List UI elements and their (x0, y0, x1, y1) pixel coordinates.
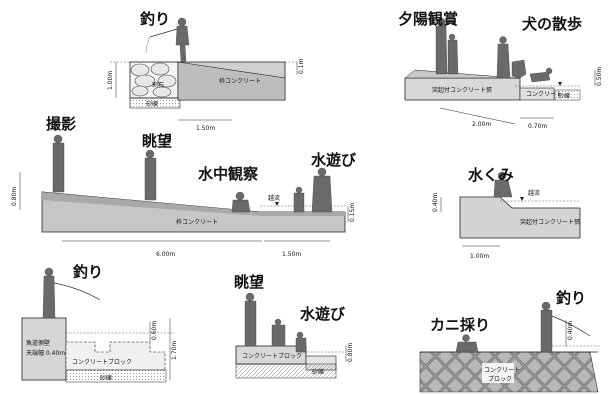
person-figures (52, 134, 333, 213)
gravel-label: 砂礫 (146, 100, 158, 108)
person-figures (435, 17, 511, 79)
panel-long-slope: 撮影 眺望 水中観察 水遊び 越流 枠コンクリート 0.80m 6.00m 1.… (11, 115, 356, 258)
activity-label-dog: 犬の散歩 (522, 15, 582, 33)
person-figures (455, 301, 591, 353)
concrete-label: コンクリート (526, 91, 562, 98)
fisherman-figure (42, 267, 101, 319)
fisherman-figure (145, 17, 190, 63)
activity-label: 釣り (140, 10, 170, 28)
wall-label-1: 魚道側壁 (26, 339, 50, 347)
block-label-2: ブロック (488, 375, 512, 383)
dim-width-b: 1.50m (282, 251, 301, 258)
activity-label-crab: カニ採り (430, 316, 490, 334)
stone-label: 割石 (152, 81, 164, 89)
dim-height: 0.80m (347, 343, 354, 362)
activity-label-view: 眺望 (234, 273, 264, 291)
dim-height-b: 1.70m (171, 341, 178, 360)
activity-label-play: 水遊び (311, 151, 356, 169)
activity-label-fish: 釣り (556, 289, 586, 307)
gravel-label: 砂礫 (558, 92, 570, 100)
block-body (459, 196, 581, 239)
panel-crab-fishing: カニ採り 釣り コンクリート ブロック 0.40m (419, 289, 600, 393)
dim-width: 1.50m (196, 125, 215, 132)
panel-sunset-dog: 夕陽観賞 犬の散歩 突起付コンクリート張 コンクリート 砂礫 0.50m 2.0… (398, 10, 603, 130)
person-figure (493, 171, 513, 198)
gravel-layer (235, 363, 337, 379)
concrete-step (519, 87, 555, 101)
gravel-layer (554, 89, 581, 101)
panel-fishing-wall: 釣り 魚道側壁 天端幅 0.40m コンクリートブロック 砂礫 0.60m 1.… (21, 263, 178, 383)
panel-water-scoop: 水くみ 越流 突起付コンクリート張 0.40m 1.00m (432, 166, 581, 260)
block-label: コンクリートブロック (72, 358, 132, 366)
activity-label-underwater: 水中観察 (198, 165, 259, 183)
concrete-label: 枠コンクリート (219, 77, 261, 85)
gravel-layer (65, 369, 167, 383)
block-label-1: コンクリート (484, 367, 520, 374)
concrete-slope (177, 61, 286, 101)
dog-figures (511, 59, 553, 83)
gravel-layer (129, 97, 181, 109)
activity-label-view: 眺望 (142, 132, 172, 150)
dim-width-a: 6.00m (156, 251, 175, 258)
gravel-label: 砂礫 (100, 374, 112, 382)
dim-small: 0.1m (298, 58, 305, 74)
dim-height: 0.50m (596, 67, 603, 86)
dim-height-a: 0.60m (151, 321, 158, 340)
dim-width-b: 0.70m (528, 123, 547, 130)
activity-label-photo: 撮影 (46, 115, 76, 133)
wall-label-2: 天端幅 0.40m (26, 349, 65, 357)
dim-height: 0.80m (11, 187, 18, 206)
block-label: 突起付コンクリート張 (520, 218, 580, 226)
dim-height: 0.40m (432, 193, 439, 212)
panel-view-play: 眺望 水遊び コンクリートブロック 砂礫 0.80m (234, 273, 354, 379)
dim-width: 1.00m (470, 253, 489, 260)
dim-height: 0.40m (567, 321, 574, 340)
block-label: コンクリートブロック (242, 352, 302, 360)
activity-label-sunset: 夕陽観賞 (398, 10, 458, 28)
activity-label: 釣り (73, 263, 103, 281)
activity-label: 水くみ (468, 166, 514, 184)
overflow-label: 越流 (528, 189, 540, 197)
dim-height: 1.00m (107, 71, 114, 90)
concrete-label: 枠コンクリート (176, 218, 218, 226)
person-figures (244, 292, 307, 353)
panel-fishing-top: 釣り 割石 枠コンクリート 砂礫 1.00m 1.50m 0.1m (107, 10, 305, 132)
activity-label-play: 水遊び (300, 305, 345, 323)
stone-blocks (130, 62, 177, 98)
block-label: 突起付コンクリート張 (432, 86, 492, 94)
fishway-wall (21, 317, 67, 381)
overflow-label: 越流 (268, 194, 280, 202)
dim-small: 0.15m (349, 203, 356, 222)
gravel-label: 砂礫 (312, 368, 324, 376)
dim-width-a: 2.00m (472, 121, 491, 128)
